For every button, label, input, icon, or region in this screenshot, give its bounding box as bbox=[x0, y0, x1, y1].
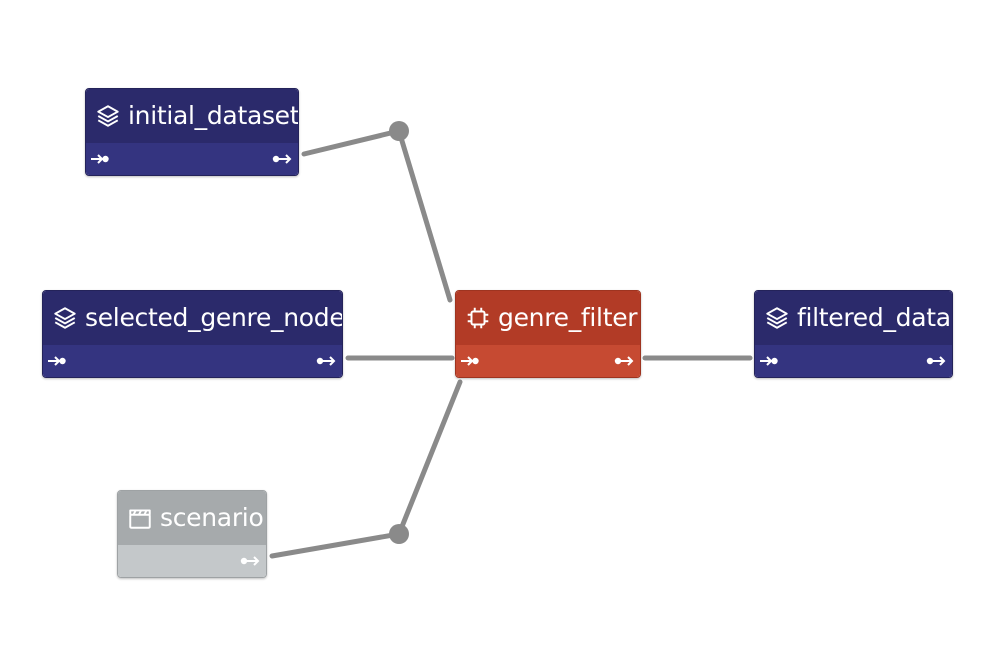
edge-initial-dataset-to-genre-filter[interactable] bbox=[301, 128, 453, 303]
output-port-icon[interactable] bbox=[240, 554, 260, 568]
edge-bend-point[interactable] bbox=[389, 121, 409, 141]
edge-bend-point[interactable] bbox=[389, 524, 409, 544]
node-genre-filter[interactable]: genre_filter bbox=[455, 290, 641, 378]
layers-icon bbox=[94, 102, 122, 130]
node-label: filtered_data bbox=[797, 303, 951, 332]
layers-icon bbox=[763, 304, 791, 332]
node-filtered-data[interactable]: filtered_data bbox=[754, 290, 953, 378]
input-port-icon[interactable] bbox=[90, 152, 110, 166]
output-port-icon[interactable] bbox=[614, 354, 634, 368]
edge-scenario-to-genre-filter[interactable] bbox=[269, 379, 463, 559]
output-port-icon[interactable] bbox=[316, 354, 336, 368]
node-label: scenario bbox=[160, 503, 264, 532]
output-port-icon[interactable] bbox=[926, 354, 946, 368]
layers-icon bbox=[51, 304, 79, 332]
input-port-icon[interactable] bbox=[47, 354, 67, 368]
input-port-icon[interactable] bbox=[460, 354, 480, 368]
node-label: initial_dataset bbox=[128, 101, 299, 130]
node-label: selected_genre_node bbox=[85, 303, 343, 332]
node-label: genre_filter bbox=[498, 303, 638, 332]
node-selected-genre-node[interactable]: selected_genre_node bbox=[42, 290, 343, 378]
input-port-icon[interactable] bbox=[759, 354, 779, 368]
clapperboard-icon bbox=[126, 504, 154, 532]
node-scenario[interactable]: scenario bbox=[117, 490, 267, 578]
output-port-icon[interactable] bbox=[272, 152, 292, 166]
node-initial-dataset[interactable]: initial_dataset bbox=[85, 88, 299, 176]
chip-icon bbox=[464, 304, 492, 332]
